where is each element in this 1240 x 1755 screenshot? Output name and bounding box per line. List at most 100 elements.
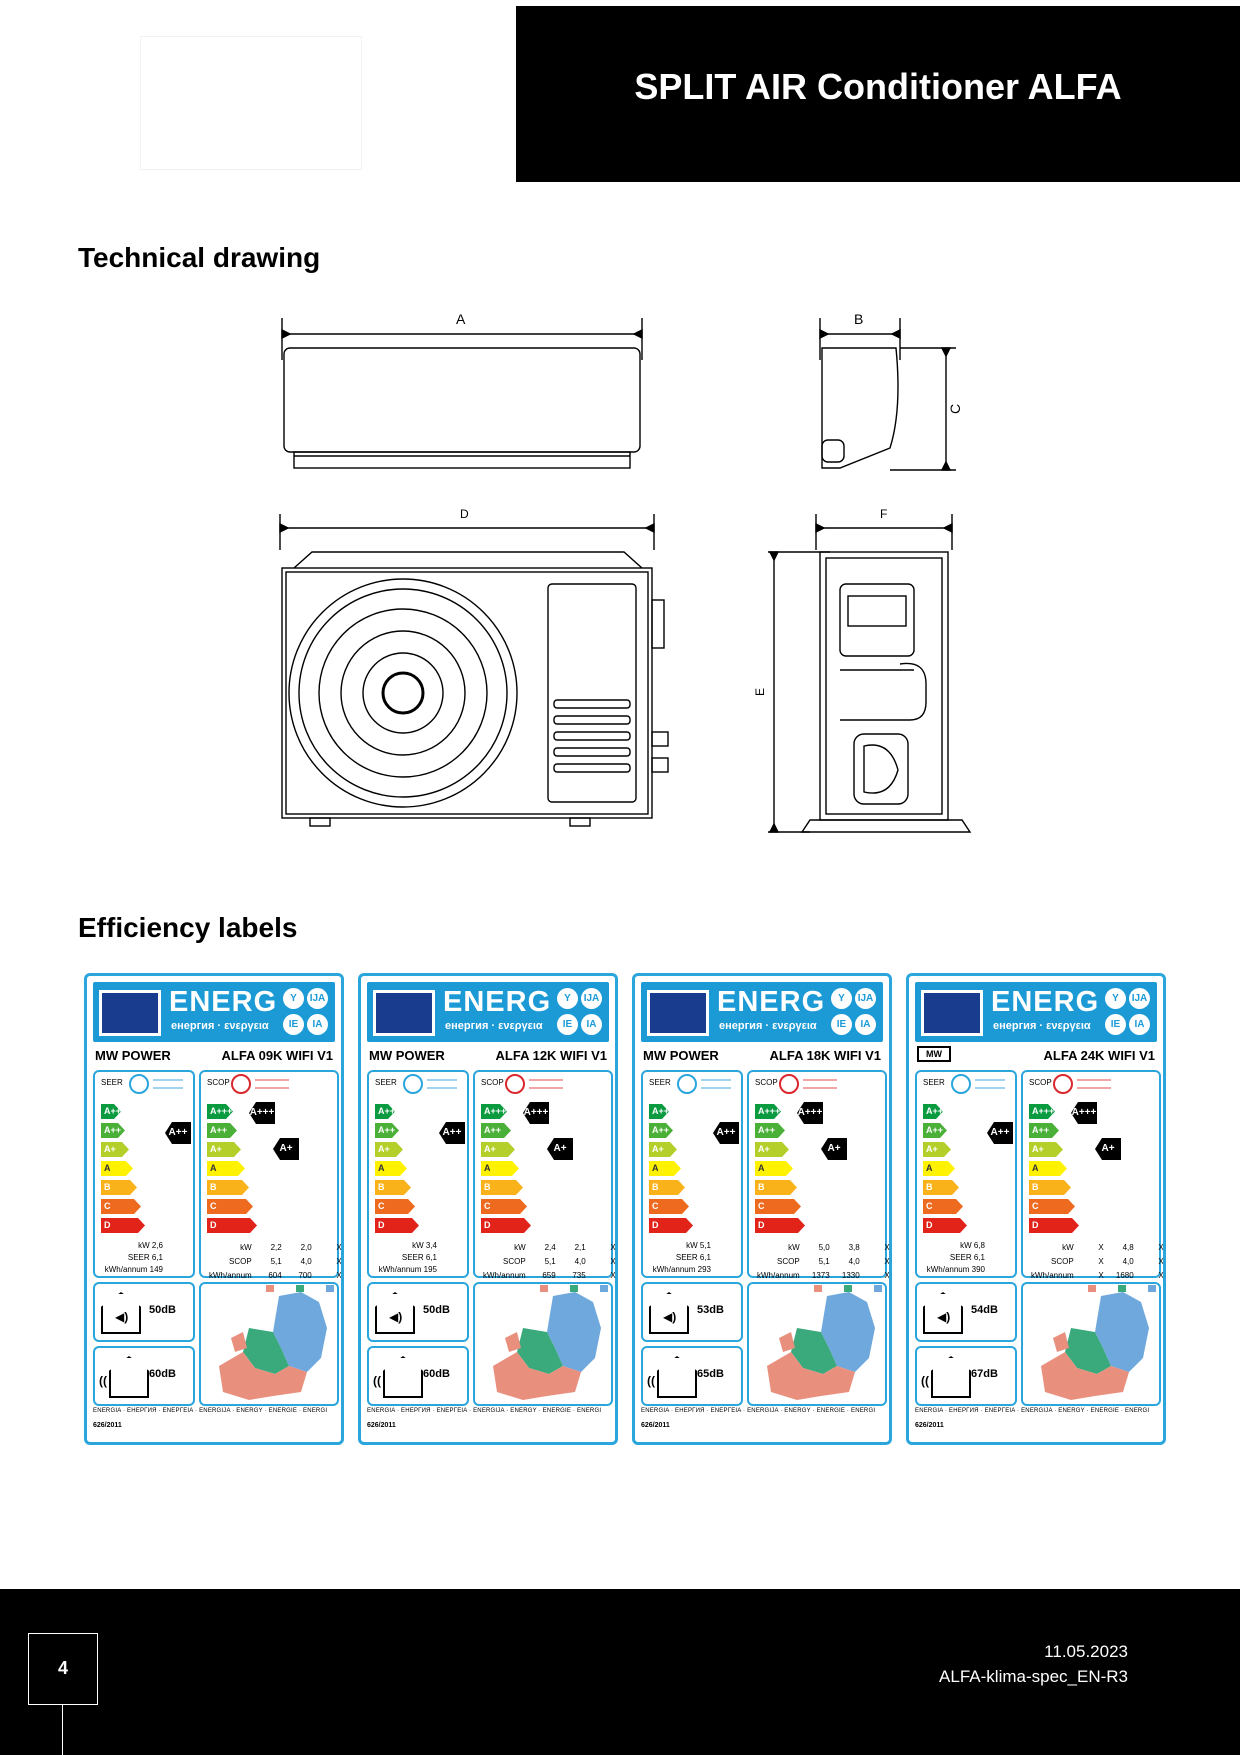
energy-class-bar: A+	[375, 1142, 403, 1157]
outdoor-house-icon	[657, 1356, 697, 1398]
energy-class-bar: A	[1029, 1161, 1067, 1176]
energy-class-bar: C	[649, 1199, 689, 1214]
energy-class-bar: A+++	[481, 1104, 507, 1119]
eu-flag-icon	[99, 990, 161, 1036]
cold-zone-swatch	[325, 1285, 334, 1292]
scop-value: 2,4	[544, 1243, 556, 1252]
energy-class-bar: A+	[923, 1142, 951, 1157]
energy-class-bar: B	[375, 1180, 411, 1195]
footer-document-id: ALFA-klima-spec_EN-R3	[939, 1667, 1128, 1686]
energy-class-bar: A+++	[101, 1104, 121, 1119]
europe-climate-map	[219, 1292, 327, 1400]
seer-tag: SEER	[375, 1078, 397, 1087]
model-name: ALFA 09K WIFI V1	[221, 1048, 333, 1063]
scop-average-class-arrow: A+	[273, 1138, 299, 1160]
scop-value: X	[1098, 1271, 1104, 1280]
energy-class-bar: A	[481, 1161, 519, 1176]
energy-class-bar: A++	[755, 1123, 785, 1138]
dim-label-b: B	[854, 311, 863, 327]
language-badge: IE	[831, 1014, 852, 1035]
scop-value: X	[1158, 1271, 1164, 1280]
regulation-number: 626/2011	[915, 1422, 944, 1429]
energy-class-bar: A+++	[649, 1104, 669, 1119]
label-languages-footer: ENERGIA · ЕНЕРГИЯ · ΕΝΕΡΓΕΙΑ · ENERGIJA …	[641, 1408, 876, 1414]
language-badge: IE	[283, 1014, 304, 1035]
climate-map-panel	[199, 1282, 339, 1406]
energy-class-bar: C	[101, 1199, 141, 1214]
supplier-name: MW POWER	[95, 1048, 171, 1063]
energ-title: ENERG	[991, 986, 1100, 1018]
seer-values: kW 3,4 SEER 6,1 kWh/annum 195	[375, 1240, 437, 1276]
label-languages-footer: ENERGIA · ЕНЕРГИЯ · ΕΝΕΡΓΕΙΑ · ENERGIJA …	[915, 1408, 1150, 1414]
scop-value: SCOP	[503, 1257, 526, 1266]
energy-class-bar: A+++	[755, 1104, 781, 1119]
dim-label-c: C	[947, 404, 963, 414]
seer-annual: kWh/annum 149	[104, 1265, 163, 1274]
seer-tag: SEER	[923, 1078, 945, 1087]
seer-values: kW 5,1 SEER 6,1 kWh/annum 293	[649, 1240, 711, 1276]
model-name: ALFA 12K WIFI V1	[495, 1048, 607, 1063]
energy-class-bar: B	[481, 1180, 523, 1195]
scop-value: X	[610, 1257, 616, 1266]
average-zone-swatch	[295, 1285, 304, 1292]
warm-air-waves-icon	[803, 1079, 837, 1089]
language-badge: Y	[831, 988, 852, 1009]
average-zone-swatch	[1117, 1285, 1126, 1292]
speaker-icon: ((	[647, 1374, 655, 1388]
energy-class-bar: D	[649, 1218, 693, 1233]
energy-class-bar: A+	[207, 1142, 241, 1157]
cold-zone-swatch	[873, 1285, 882, 1292]
scop-average-class-arrow: A+	[1095, 1138, 1121, 1160]
energy-class-bar: A++	[101, 1123, 125, 1138]
scop-value: X	[1098, 1257, 1104, 1266]
energy-class-bar: A+++	[923, 1104, 943, 1119]
seer-kw: kW 2,6	[138, 1241, 163, 1250]
scop-value: kW	[1062, 1243, 1074, 1252]
language-badge: Y	[283, 988, 304, 1009]
energy-class-bar: B	[649, 1180, 685, 1195]
scop-tag: SCOP	[481, 1078, 504, 1087]
dim-label-d: D	[460, 507, 469, 521]
scop-value: kWh/annum	[757, 1271, 800, 1280]
scop-warm-class-arrow: A+++	[523, 1102, 549, 1124]
energy-class-bar: D	[1029, 1218, 1079, 1233]
cold-air-waves-icon	[701, 1079, 731, 1089]
scop-value: X	[1098, 1243, 1104, 1252]
scop-value: kW	[240, 1243, 252, 1252]
cold-air-waves-icon	[975, 1079, 1005, 1089]
seer-annual: kWh/annum 195	[378, 1265, 437, 1274]
energy-class-bar: A	[101, 1161, 133, 1176]
energy-class-bar: A+	[481, 1142, 515, 1157]
language-badge: Y	[557, 988, 578, 1009]
seer-values: kW 6,8 SEER 6,1 kWh/annum 390	[923, 1240, 985, 1276]
label-languages-footer: ENERGIA · ЕНЕРГИЯ · ΕΝΕΡΓΕΙΑ · ENERGIJA …	[93, 1408, 328, 1414]
energy-class-bar: A+++	[1029, 1104, 1055, 1119]
energy-class-bar: A++	[207, 1123, 237, 1138]
scop-value: 4,0	[300, 1257, 312, 1266]
scop-value: 4,0	[574, 1257, 586, 1266]
seer-class-arrow: A++	[439, 1122, 465, 1144]
scop-value: kWh/annum	[1031, 1271, 1074, 1280]
section-heading-efficiency-labels: Efficiency labels	[78, 912, 298, 943]
cooling-fan-icon	[403, 1074, 423, 1094]
scop-value: SCOP	[777, 1257, 800, 1266]
scop-warm-class-arrow: A+++	[1071, 1102, 1097, 1124]
supplier-name: MW POWER	[369, 1048, 445, 1063]
energ-title: ENERG	[717, 986, 826, 1018]
energy-class-bar: A+	[755, 1142, 789, 1157]
outdoor-unit-side-view	[768, 514, 972, 833]
energy-class-bar: A++	[375, 1123, 399, 1138]
energy-class-bar: A++	[1029, 1123, 1059, 1138]
indoor-noise-panel: ◀) 54dB	[915, 1282, 1017, 1342]
scop-value: SCOP	[229, 1257, 252, 1266]
scop-value: 5,1	[818, 1257, 830, 1266]
energy-class-bar: A+++	[375, 1104, 395, 1119]
